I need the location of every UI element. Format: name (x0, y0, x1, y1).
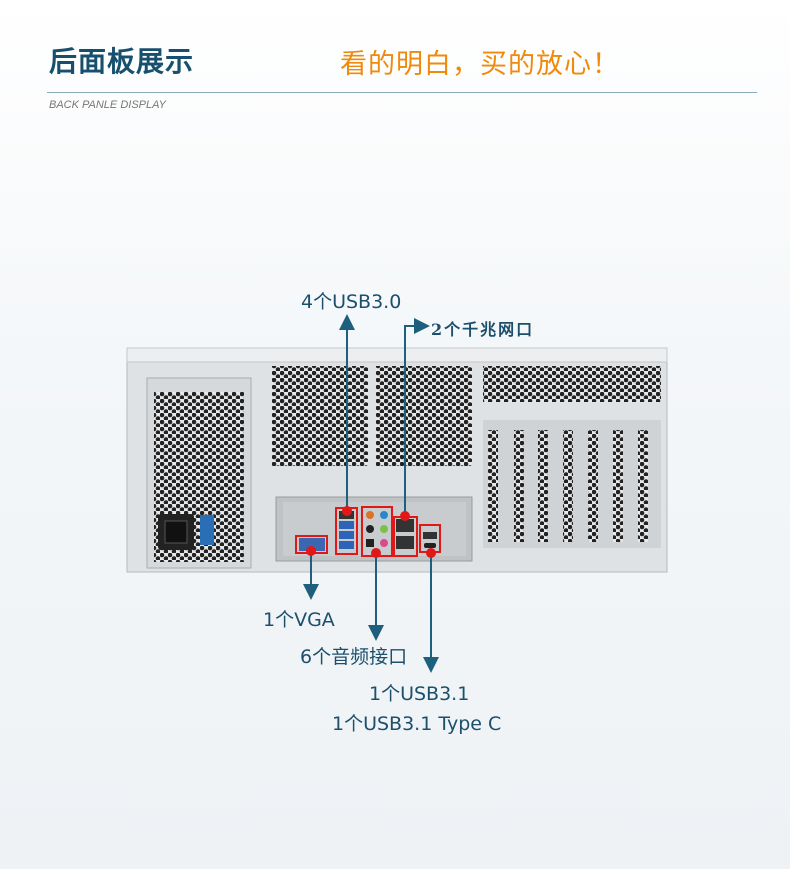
label-vga: 1个VGA (263, 609, 335, 631)
chassis (126, 347, 668, 573)
slogan: 看的明白，买的放心！ (340, 49, 620, 80)
label-audio: 6个音频接口 (300, 646, 408, 668)
expansion-slots (483, 420, 661, 548)
subtitle: BACK PANLE DISPLAY (49, 99, 166, 111)
page-title: 后面板展示 (49, 45, 195, 78)
label-lan: 2个千兆网口 (431, 320, 535, 339)
callout-dots (306, 506, 436, 558)
label-usb31: 1个USB3.1 (369, 683, 470, 705)
fan-grill (376, 366, 472, 466)
callout-lines (303, 314, 439, 673)
fan-grill (272, 366, 368, 466)
divider (47, 92, 757, 93)
label-usb30: 4个USB3.0 (301, 291, 402, 313)
label-usb31-typec: 1个USB3.1 Type C (332, 713, 502, 735)
